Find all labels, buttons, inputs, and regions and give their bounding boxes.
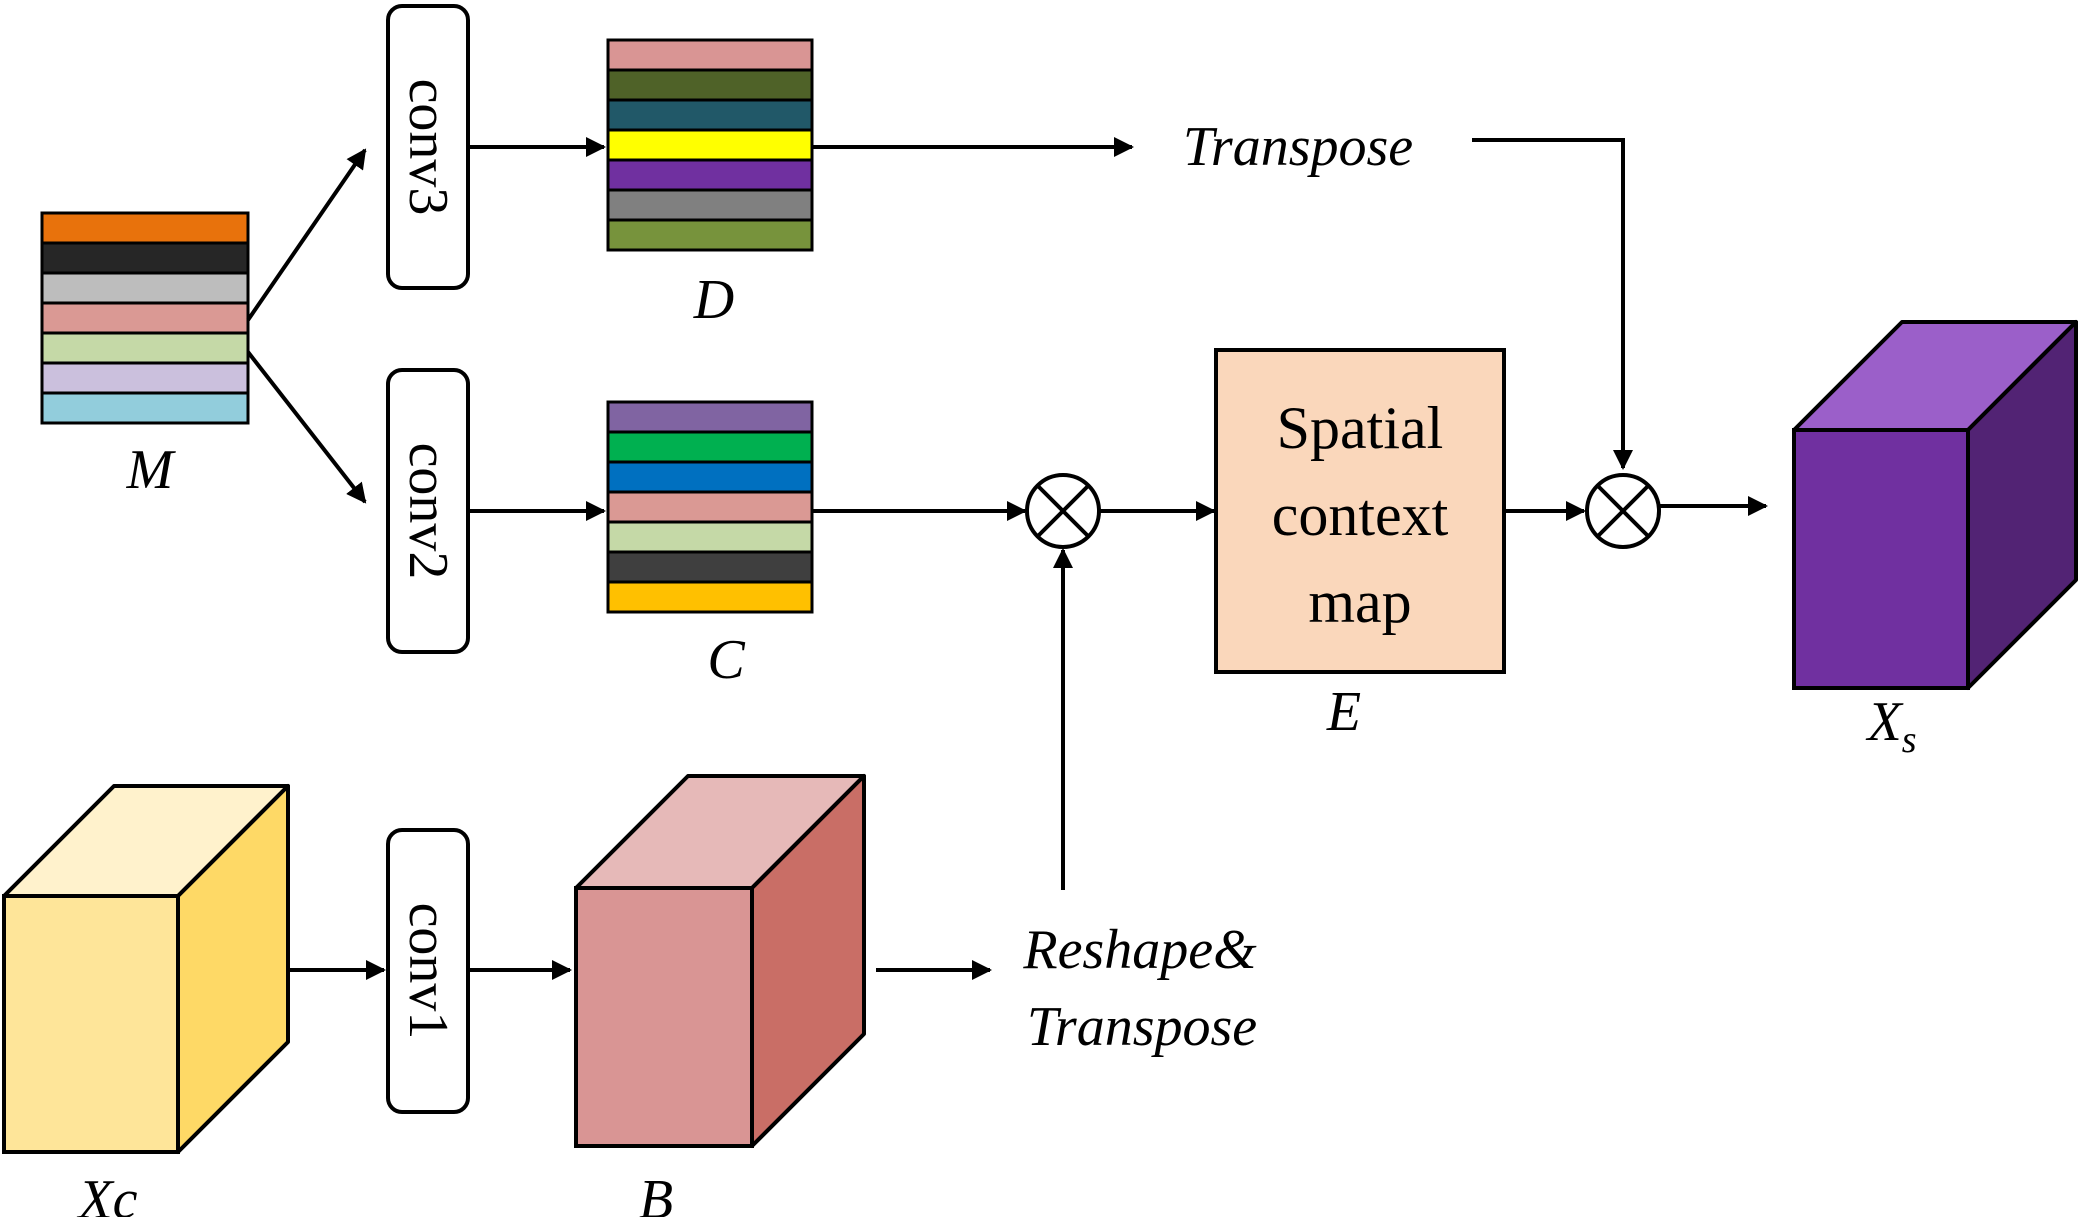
label-Xc: Xc <box>76 1169 137 1217</box>
label-M: M <box>126 439 177 501</box>
label-transpose-top: Transpose <box>1183 116 1413 178</box>
cube-B <box>574 774 866 1148</box>
conv3-label: conv3 <box>397 79 459 216</box>
label-E: E <box>1326 681 1361 743</box>
stripe-D-1 <box>606 38 814 72</box>
stripe-D-6 <box>606 188 814 222</box>
stripe-D-7 <box>606 218 814 252</box>
stripe-M-2 <box>40 241 250 275</box>
stripe-M-7 <box>40 391 250 425</box>
stripe-D-5 <box>606 158 814 192</box>
stripe-M-5 <box>40 331 250 365</box>
stripe-M-3 <box>40 271 250 305</box>
stripe-D-3 <box>606 98 814 132</box>
multiply-op-1 <box>1025 473 1101 549</box>
label-B: B <box>639 1169 673 1217</box>
stripe-block-D <box>606 38 814 252</box>
spatial-line-1: Spatial <box>1277 395 1444 461</box>
spatial-box <box>1214 348 1506 674</box>
multiply-op-2 <box>1585 473 1661 549</box>
edge-M-to-conv3 <box>246 148 367 322</box>
stripe-D-2 <box>606 68 814 102</box>
stripe-block-M <box>40 211 250 425</box>
stripe-M-6 <box>40 361 250 395</box>
label-reshape-line-2: Transpose <box>1027 996 1257 1058</box>
stripe-C-5 <box>606 520 814 554</box>
conv1-op: conv1 <box>386 828 470 1114</box>
stripe-C-3 <box>606 460 814 494</box>
conv1-label: conv1 <box>397 903 459 1040</box>
spatial-context-map: Spatial context map <box>1214 348 1506 674</box>
cube-Xc-front-face <box>2 894 180 1154</box>
cube-Xs-front-face <box>1792 428 1970 690</box>
stripe-C-6 <box>606 550 814 584</box>
conv3-op: conv3 <box>386 4 470 290</box>
cube-B-front-face <box>574 886 754 1148</box>
edge-M-to-conv2 <box>246 350 367 504</box>
label-reshape-line-1: Reshape& <box>1022 919 1257 981</box>
cube-Xs <box>1792 320 2078 690</box>
edge-transpose-to-multiply2 <box>1472 138 1633 470</box>
conv2-label: conv2 <box>397 443 459 580</box>
stripe-M-4 <box>40 301 250 335</box>
stripe-block-C <box>606 400 814 614</box>
stripe-C-1 <box>606 400 814 434</box>
conv2-op: conv2 <box>386 368 470 654</box>
stripe-C-4 <box>606 490 814 524</box>
stripe-M-1 <box>40 211 250 245</box>
stripe-C-2 <box>606 430 814 464</box>
stripe-D-4 <box>606 128 814 162</box>
label-D: D <box>693 269 734 331</box>
spatial-line-3: map <box>1308 569 1411 635</box>
stripe-C-7 <box>606 580 814 614</box>
label-C: C <box>707 629 745 691</box>
spatial-line-2: context <box>1272 482 1449 548</box>
cube-Xc <box>2 784 290 1154</box>
label-Xs: Xs <box>1865 691 1916 761</box>
